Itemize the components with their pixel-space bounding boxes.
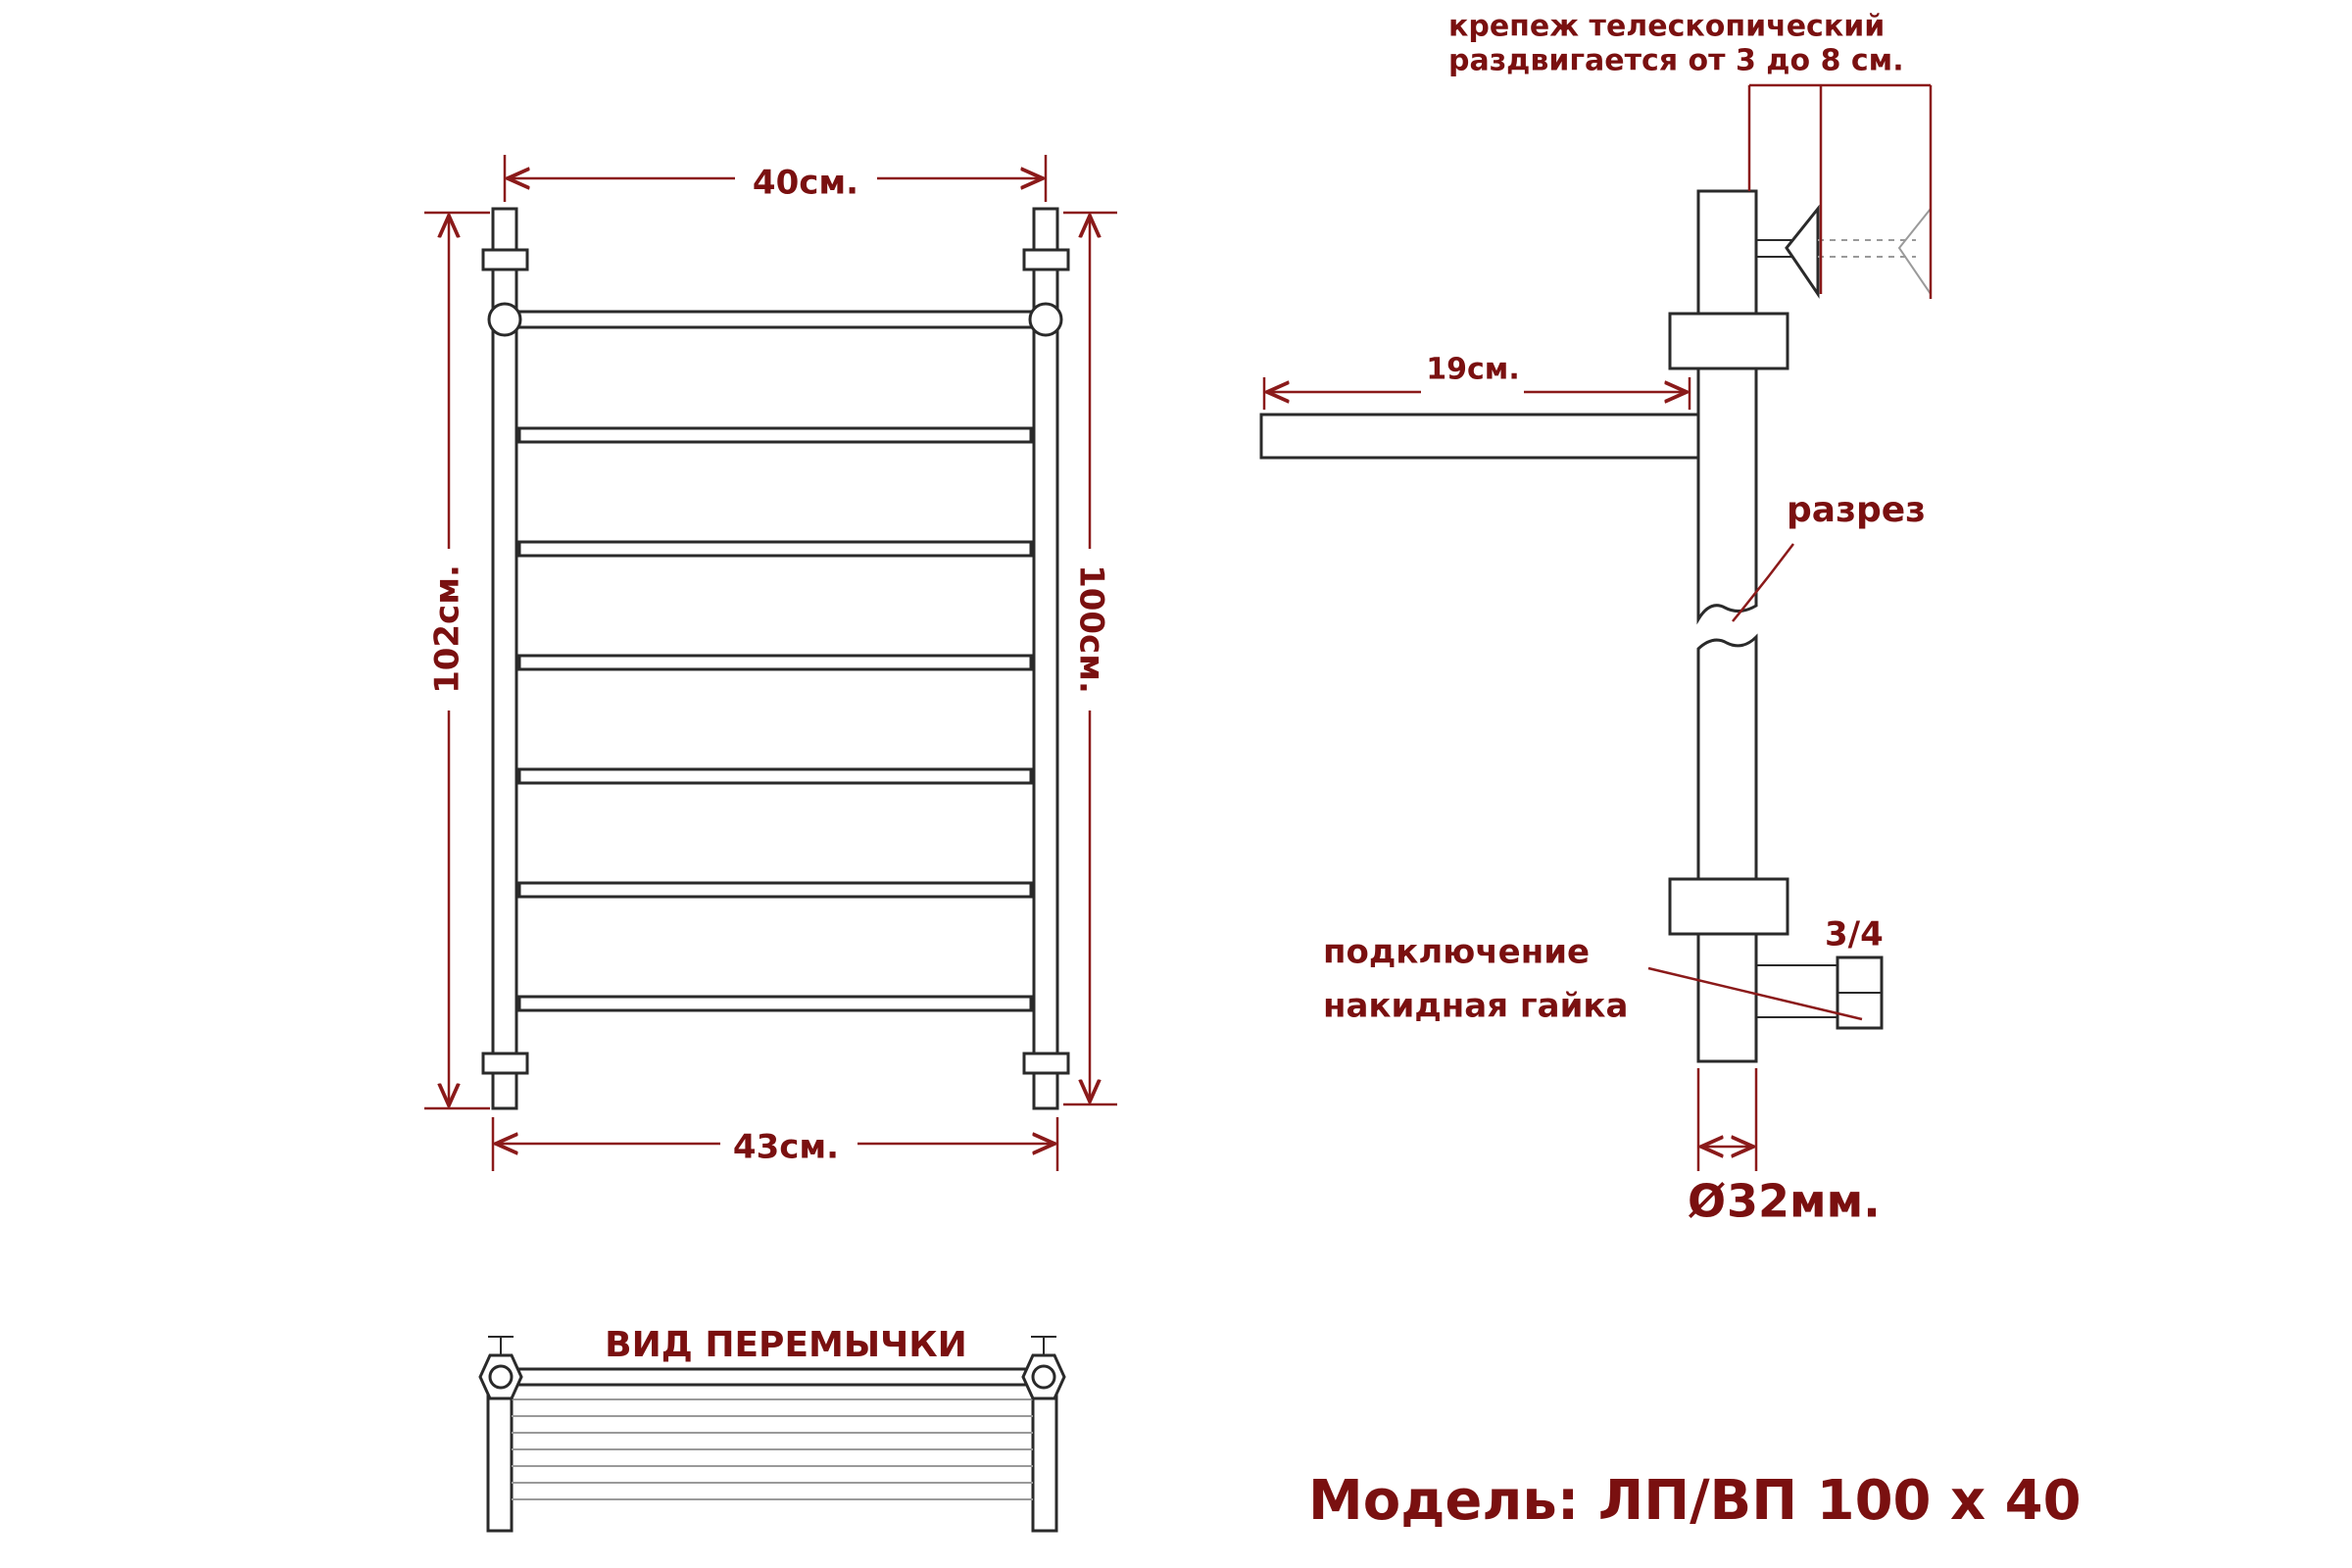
- jumper-left-post: [486, 1390, 514, 1533]
- left-joint: [487, 302, 522, 337]
- depth-label: 19см.: [1426, 353, 1519, 387]
- mount-label-line1: крепеж телескопический: [1448, 10, 1885, 44]
- left-top-fitting: [481, 248, 529, 271]
- model-label: Модель: ЛП/ВП 100 х 40: [1308, 1469, 2082, 1533]
- width-bottom-label: 43см.: [733, 1128, 839, 1167]
- dimension-width-top: 40см.: [503, 155, 1048, 203]
- height-right-label: 100см.: [1072, 564, 1111, 694]
- left-post: [491, 207, 518, 1110]
- jumper-left-nut: [478, 1336, 523, 1400]
- dimension-depth: 19см.: [1262, 353, 1691, 410]
- dimension-diameter: Ø 32мм.: [1688, 1068, 1881, 1228]
- diameter-value: 32мм.: [1727, 1175, 1881, 1228]
- jumper-bar: [508, 1367, 1037, 1387]
- dimension-height-left: 102см.: [424, 211, 490, 1110]
- crossbar: [517, 654, 1033, 671]
- crossbar: [517, 767, 1033, 785]
- side-view: крепеж телескопический раздвигается от 3…: [1259, 10, 1933, 1228]
- post-upper-segment: [1696, 189, 1758, 625]
- wall-flange-extended: [1897, 206, 1932, 298]
- connection-label-line1: подключение: [1323, 933, 1590, 972]
- front-view: 40см. 43см. 102см. 100см.: [424, 155, 1117, 1171]
- dimension-width-bottom: 43см.: [491, 1117, 1059, 1171]
- crossbar: [517, 881, 1033, 899]
- section-leader-line: [1732, 543, 1794, 622]
- upper-clamp: [1668, 312, 1789, 370]
- thread-label: 3/4: [1825, 915, 1884, 955]
- wall-flange: [1785, 204, 1820, 299]
- rail-arm: [1259, 413, 1700, 460]
- jumper-view-label: ВИД ПЕРЕМЫЧКИ: [605, 1325, 967, 1365]
- right-post: [1032, 207, 1059, 1110]
- left-bottom-fitting: [481, 1052, 529, 1075]
- jumper-right-nut: [1021, 1336, 1066, 1400]
- telescopic-mount: крепеж телескопический раздвигается от 3…: [1448, 10, 1933, 299]
- mount-label-line2: раздвигается от 3 до 8 см.: [1448, 44, 1904, 78]
- jumper-view: ВИД ПЕРЕМЫЧКИ: [478, 1325, 1066, 1533]
- top-bar: [514, 310, 1036, 329]
- connection-label-line2: накидная гайка: [1323, 987, 1628, 1026]
- crossbar: [517, 995, 1033, 1012]
- connection-leader-line: [1647, 966, 1863, 1021]
- dimension-height-right: 100см.: [1063, 211, 1117, 1106]
- jumper-rails: [512, 1398, 1033, 1500]
- lower-clamp: [1668, 877, 1789, 936]
- crossbars: [517, 426, 1033, 1012]
- right-joint: [1028, 302, 1063, 337]
- width-top-label: 40см.: [753, 164, 858, 203]
- jumper-right-post: [1031, 1390, 1058, 1533]
- crossbar: [517, 540, 1033, 558]
- post-lower-segment: [1696, 633, 1758, 1063]
- crossbar: [517, 426, 1033, 444]
- section-callout: разрез: [1732, 490, 1926, 622]
- height-left-label: 102см.: [428, 564, 467, 694]
- diameter-symbol: Ø: [1688, 1175, 1726, 1228]
- section-label: разрез: [1787, 490, 1926, 530]
- right-bottom-fitting: [1022, 1052, 1070, 1075]
- connection-fitting: 3/4 подключение накидная гайка: [1323, 915, 1884, 1030]
- right-top-fitting: [1022, 248, 1070, 271]
